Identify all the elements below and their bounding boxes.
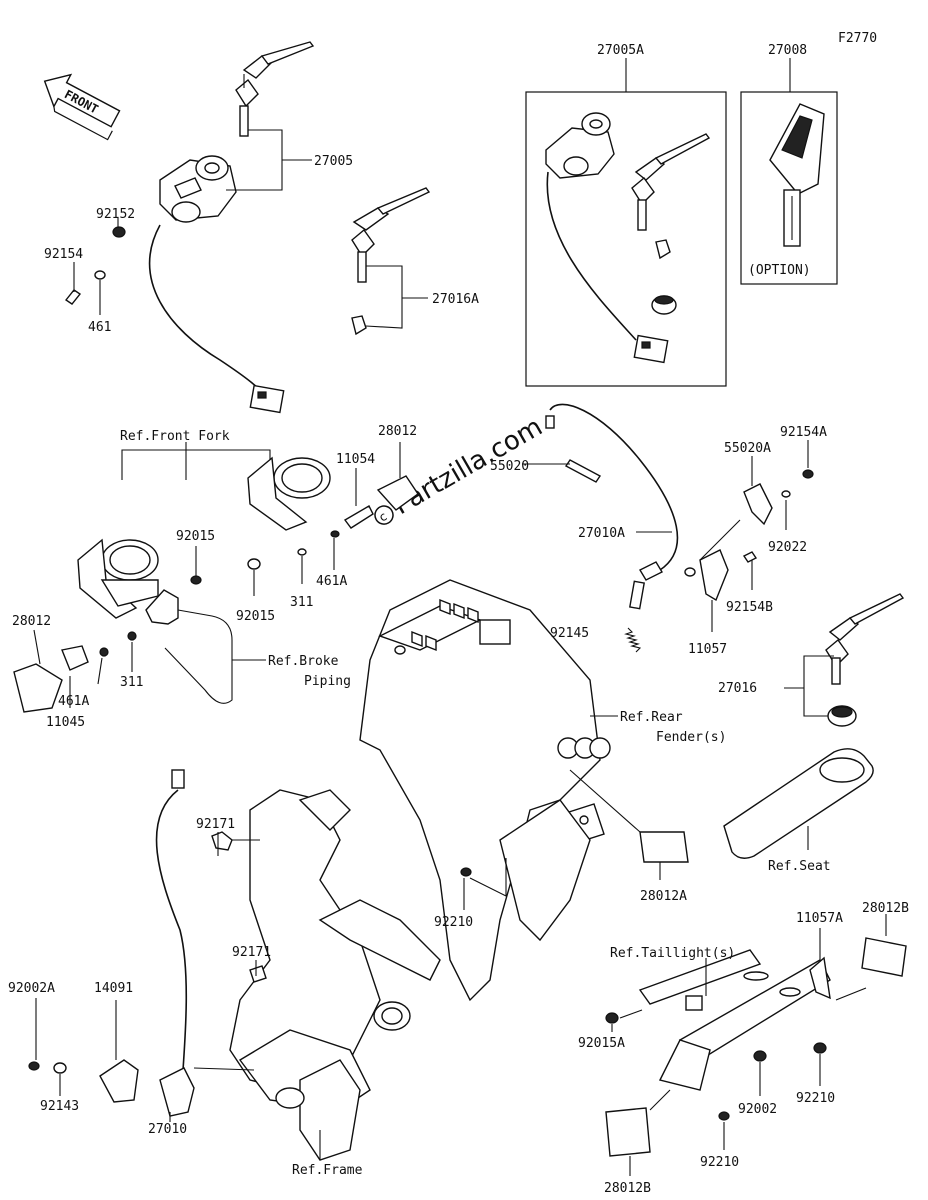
part-label: 11045 (46, 715, 85, 730)
part-labels: 27005A 27008 27005 92152 92154 461 27016… (8, 43, 909, 1196)
part-label: 28012B (862, 901, 909, 916)
part-label: 11057A (796, 911, 843, 926)
kit-27005a-box (525, 91, 727, 387)
part-label: 27010A (578, 526, 625, 541)
reference-labels: Ref.Front Fork Ref.Broke Piping Ref.Rear… (120, 429, 831, 1178)
part-label: 28012A (640, 889, 687, 904)
part-label: 92022 (768, 540, 807, 555)
emblem-28012-left (13, 631, 137, 713)
ref-label: Ref.Frame (292, 1163, 363, 1178)
part-label: 92210 (796, 1091, 835, 1106)
fork-small-parts (190, 475, 419, 585)
figure-code: F2770 (838, 31, 877, 46)
part-label: 11054 (336, 452, 375, 467)
part-label: 311 (290, 595, 313, 610)
cable-bracket (684, 469, 814, 602)
part-label: 92154B (726, 600, 773, 615)
part-label: 92154A (780, 425, 827, 440)
part-label: 92154 (44, 247, 83, 262)
part-label: 92002A (8, 981, 55, 996)
part-label: 92015 (176, 529, 215, 544)
part-label: 27010 (148, 1122, 187, 1137)
part-label: 92210 (434, 915, 473, 930)
key-set-27016a (351, 187, 431, 336)
key-icon (235, 41, 315, 137)
part-label: 27005A (597, 43, 644, 58)
copyright-icon (374, 505, 394, 525)
ref-label: Piping (304, 674, 351, 689)
part-label: 92171 (196, 817, 235, 832)
seat-lock-cable (545, 403, 679, 610)
emblem-28012a (639, 831, 689, 863)
part-label: 27008 (768, 43, 807, 58)
part-label: 92171 (232, 945, 271, 960)
seat-tray (723, 748, 874, 859)
fork-bracket (145, 589, 179, 625)
part-label: 27016 (718, 681, 757, 696)
option-label: (OPTION) (748, 263, 811, 278)
part-label: 27005 (314, 154, 353, 169)
option-key-icon (769, 103, 825, 247)
part-label: 92145 (550, 626, 589, 641)
part-label: 28012 (12, 614, 51, 629)
part-label: 28012B (604, 1181, 651, 1196)
part-label: 461A (58, 694, 89, 709)
part-label: 27016A (432, 292, 479, 307)
ref-label: Ref.Front Fork (120, 429, 230, 444)
part-label: 92015 (236, 609, 275, 624)
part-label: 92152 (96, 207, 135, 222)
front-fork-tubes (77, 456, 331, 619)
seat-lock-cable-lower (28, 769, 195, 1117)
part-label: 92002 (738, 1102, 777, 1117)
part-label: 55020A (724, 441, 771, 456)
part-label: 311 (120, 675, 143, 690)
front-arrow: FRONT (43, 73, 121, 141)
part-label: 28012 (378, 424, 417, 439)
part-label: 55020 (490, 459, 529, 474)
seat-lock-27016 (825, 593, 905, 727)
ref-label: Ref.Seat (768, 859, 831, 874)
part-label: 92143 (40, 1099, 79, 1114)
emblem-28012b-bottom (605, 1107, 651, 1157)
spring-92145 (624, 627, 642, 653)
ref-label: Ref.Taillight(s) (610, 946, 735, 961)
part-label: 461A (316, 574, 347, 589)
ref-label: Ref.Broke (268, 654, 339, 669)
option-key-box (740, 91, 838, 285)
ref-label: Ref.Rear (620, 710, 683, 725)
license-plate-bracket (605, 949, 831, 1121)
part-label: 461 (88, 320, 111, 335)
part-label: 92210 (700, 1155, 739, 1170)
ignition-switch-assembly (64, 41, 315, 414)
emblem-28012b-top (861, 937, 907, 977)
ref-label: Fender(s) (656, 730, 726, 745)
ignition-kit-27005a (545, 112, 711, 364)
frame-section (211, 789, 441, 1161)
part-label: 92015A (578, 1036, 625, 1051)
part-label: 14091 (94, 981, 133, 996)
rear-fender (359, 579, 611, 1002)
part-label: 11057 (688, 642, 727, 657)
